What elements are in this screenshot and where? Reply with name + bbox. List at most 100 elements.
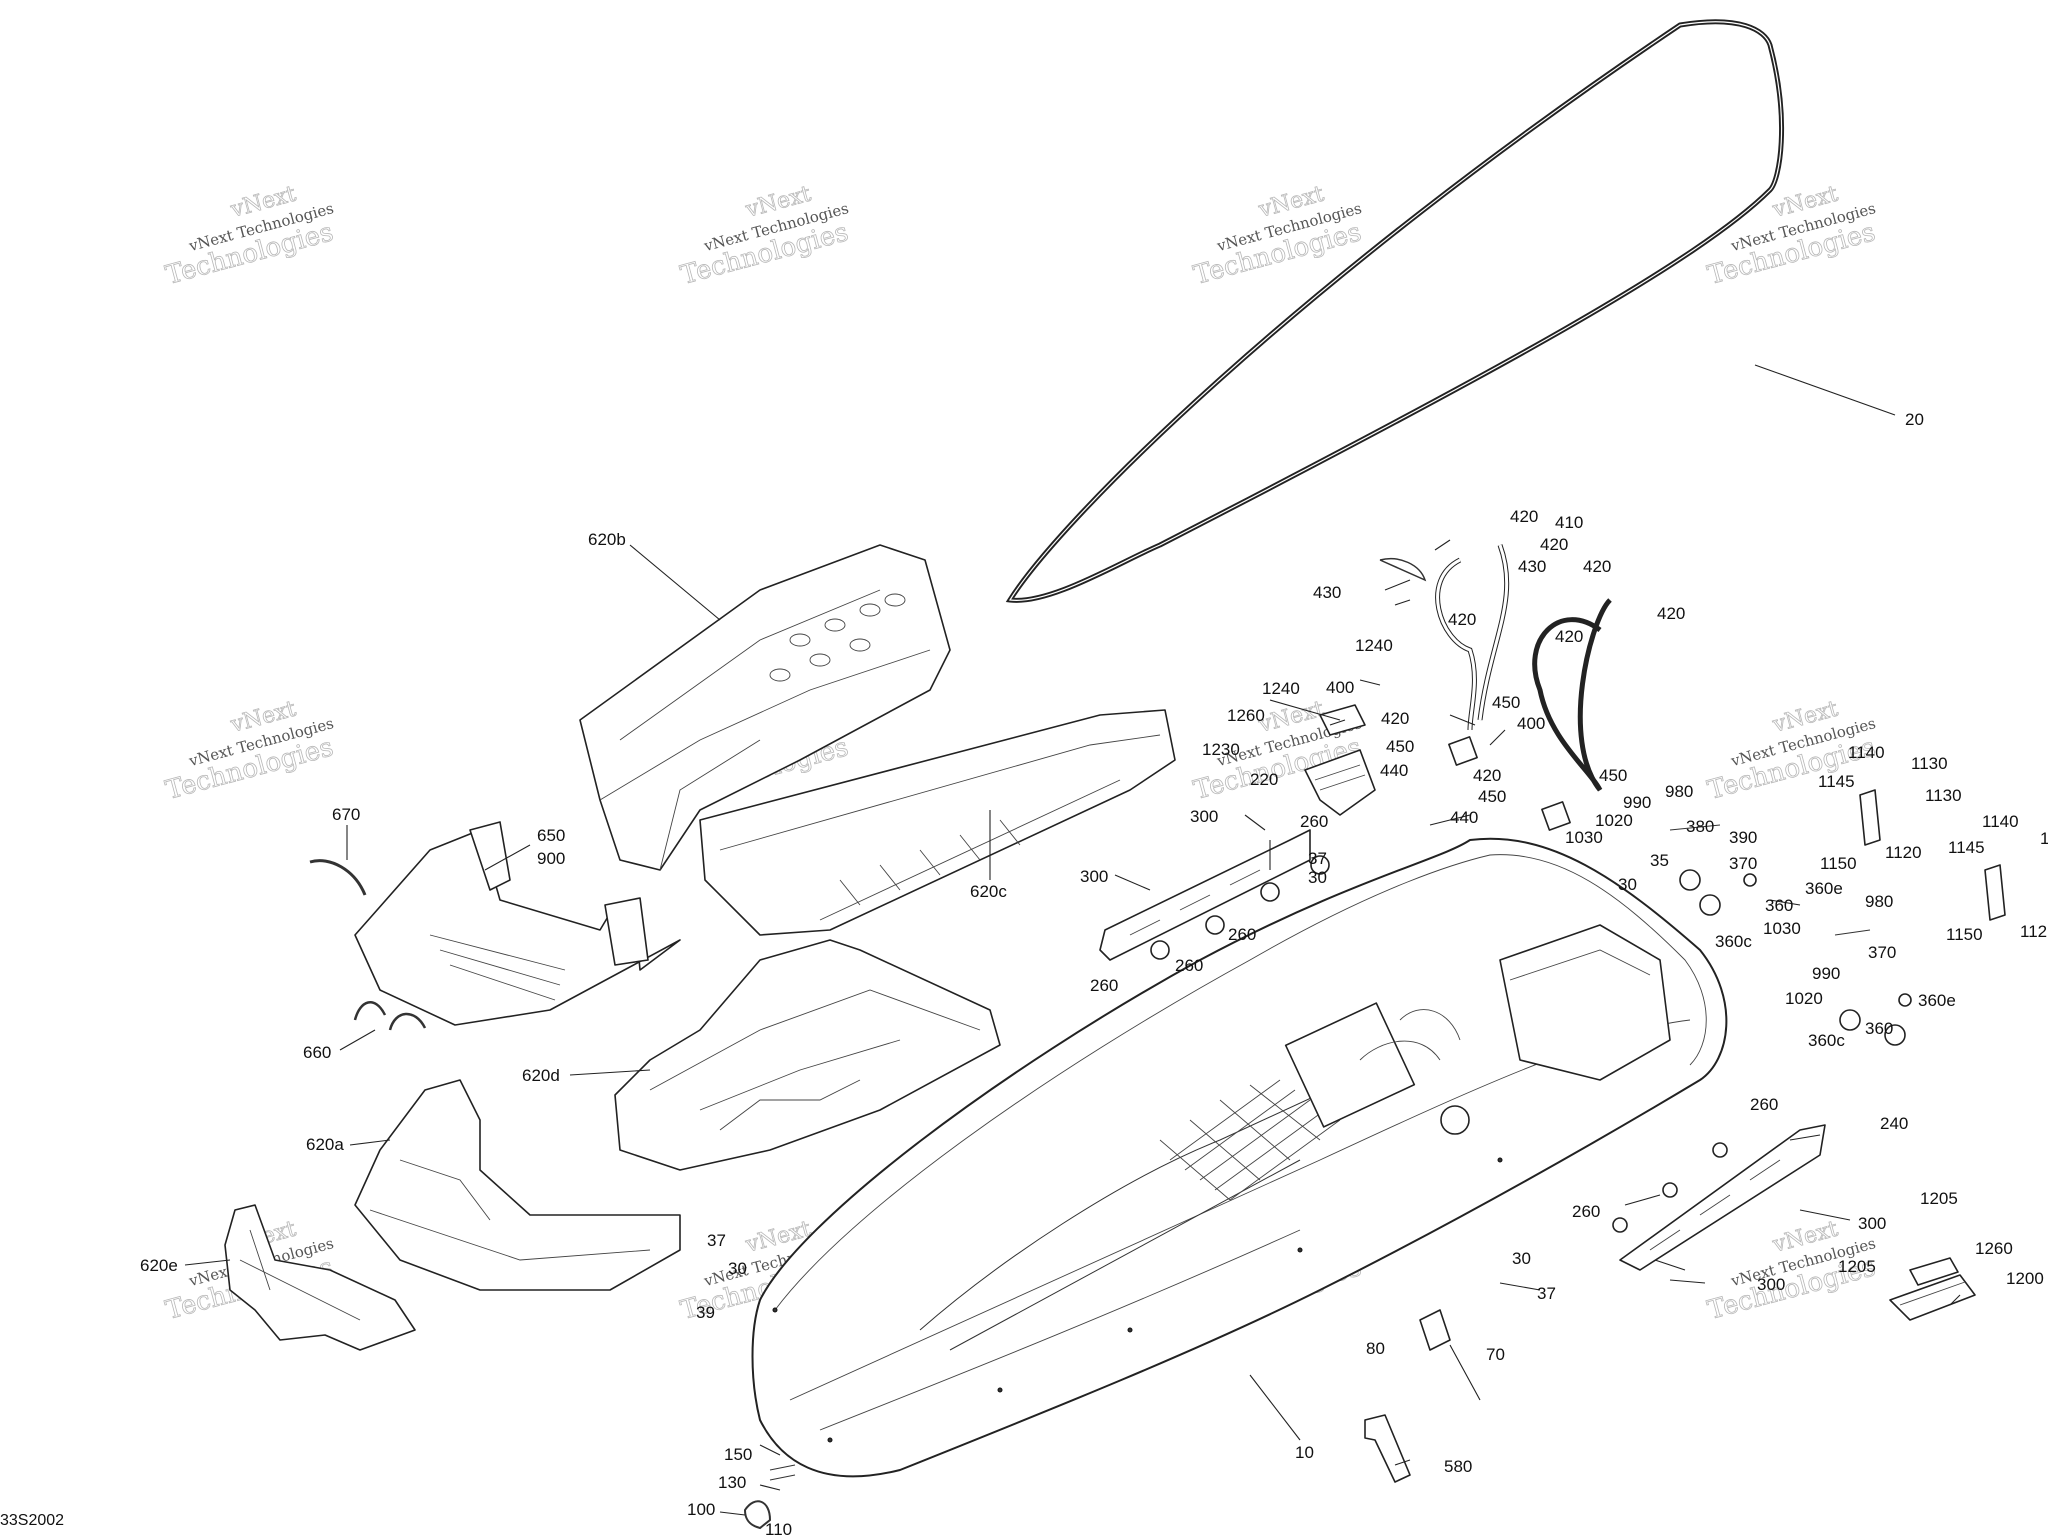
callout-1240: 1240: [1262, 679, 1300, 698]
callout-150: 150: [724, 1445, 752, 1464]
callout-980: 980: [1665, 782, 1693, 801]
callout-260: 260: [1300, 812, 1328, 831]
callout-620b: 620b: [588, 530, 626, 549]
bracket-70: [1419, 1309, 1451, 1351]
callout-300: 300: [1190, 807, 1218, 826]
drawing-reference-code: 33S2002: [0, 1512, 64, 1529]
callout-1030: 1030: [1763, 919, 1801, 938]
callout-450: 450: [1492, 693, 1520, 712]
callout-360e: 360e: [1918, 991, 1956, 1010]
callout-420: 420: [1473, 766, 1501, 785]
callout-360: 360: [1865, 1019, 1893, 1038]
callout-410: 410: [1555, 513, 1583, 532]
callout-260: 260: [1090, 976, 1118, 995]
callout-300: 300: [1858, 1214, 1886, 1233]
callout-1200: 1200: [2006, 1269, 2044, 1288]
watermark: vNext vNext Technologies Technologies: [162, 181, 337, 291]
callout-420: 420: [1540, 535, 1568, 554]
seal-gasket-part: [1005, 19, 1784, 603]
callout-900: 900: [537, 849, 565, 868]
callout-220: 220: [1250, 770, 1278, 789]
callout-80: 80: [1366, 1339, 1385, 1358]
hull-part-10: [751, 837, 1728, 1478]
callout-1205: 1205: [1838, 1257, 1876, 1276]
watermark: vNext vNext Technologies Technologies: [677, 181, 852, 291]
foam-nose-620e: [224, 1204, 416, 1351]
callout-100: 100: [687, 1500, 715, 1519]
callout-110: 110: [765, 1520, 792, 1536]
callout-30: 30: [1618, 875, 1637, 894]
sponson-right-240: [1612, 1124, 1826, 1271]
callout-660: 660: [303, 1043, 331, 1062]
callout-450: 450: [1599, 766, 1627, 785]
callout-400: 400: [1517, 714, 1545, 733]
callout-1130: 1130: [1925, 786, 1962, 805]
callout-39: 39: [696, 1303, 715, 1322]
callout-1145: 1145: [1948, 838, 1985, 857]
callout-580: 580: [1444, 1457, 1472, 1476]
callout-1020: 1020: [1785, 989, 1823, 1008]
callout-650: 650: [537, 826, 565, 845]
callout-420: 420: [1555, 627, 1583, 646]
callout-1260: 1260: [1975, 1239, 2013, 1258]
callout-450: 450: [1478, 787, 1506, 806]
callout-1120: 112: [2020, 922, 2047, 941]
callout-980: 980: [1865, 892, 1893, 911]
callout-370: 370: [1729, 854, 1757, 873]
callout-260: 260: [1750, 1095, 1778, 1114]
callout-620c: 620c: [970, 882, 1007, 901]
callout-labels: 20 620b 620c 620d 620a 620e 670 650 900 …: [140, 410, 2048, 1536]
foam-block-620b: [579, 544, 951, 871]
callout-670: 670: [332, 805, 360, 824]
sponson-left-220: [1099, 829, 1330, 961]
callout-1140: 1140: [1848, 743, 1885, 762]
callout-1020: 1020: [1595, 811, 1633, 830]
watermark: vNext vNext Technologies Technologies: [162, 696, 337, 806]
callout-1230: 1230: [1202, 740, 1240, 759]
cover-plate-1200: [1889, 1257, 1976, 1321]
callout-360e: 360e: [1805, 879, 1843, 898]
callout-420: 420: [1381, 709, 1409, 728]
callout-30: 30: [1512, 1249, 1531, 1268]
callout-620a: 620a: [306, 1135, 344, 1154]
foam-front-620a: [354, 1079, 681, 1291]
callout-440: 440: [1380, 761, 1408, 780]
callout-1145: 1145: [1818, 772, 1855, 791]
callout-37: 37: [707, 1231, 726, 1250]
callout-1130: 1130: [1911, 754, 1948, 773]
callout-300: 300: [1080, 867, 1108, 886]
callout-370: 370: [1868, 943, 1896, 962]
callout-430: 430: [1518, 557, 1546, 576]
callout-450: 450: [1386, 737, 1414, 756]
callout-1205: 1205: [1920, 1189, 1958, 1208]
tow-eye-100: [743, 1464, 796, 1530]
callout-130: 130: [718, 1473, 746, 1492]
callout-360c: 360c: [1808, 1031, 1845, 1050]
callout-380: 380: [1686, 817, 1714, 836]
cover-plate-1260: [1304, 704, 1376, 816]
callout-390: 390: [1729, 828, 1757, 847]
callout-420: 420: [1448, 610, 1476, 629]
drain-hoses-400: [1379, 544, 1612, 792]
callout-1030: 1030: [1565, 828, 1603, 847]
callout-300: 300: [1757, 1275, 1785, 1294]
callout-620d: 620d: [522, 1066, 560, 1085]
valve-bracket-440: [1448, 736, 1571, 831]
callout-400: 400: [1326, 678, 1354, 697]
callout-1240: 1240: [1355, 636, 1393, 655]
callout-440: 440: [1450, 808, 1478, 827]
callout-37: 37: [1537, 1284, 1556, 1303]
callout-1260: 1260: [1227, 706, 1265, 725]
callout-37: 37: [1308, 849, 1327, 868]
callout-260: 260: [1572, 1202, 1600, 1221]
callout-620e: 620e: [140, 1256, 178, 1275]
callout-260: 260: [1175, 956, 1203, 975]
footrest-assembly-650: [309, 821, 681, 1031]
engine-fins: [1159, 1002, 1416, 1201]
callout-20: 20: [1905, 410, 1924, 429]
leader-lines: [184, 364, 1961, 1516]
callout-1120: 1120: [1885, 843, 1922, 862]
callout-990: 990: [1623, 793, 1651, 812]
